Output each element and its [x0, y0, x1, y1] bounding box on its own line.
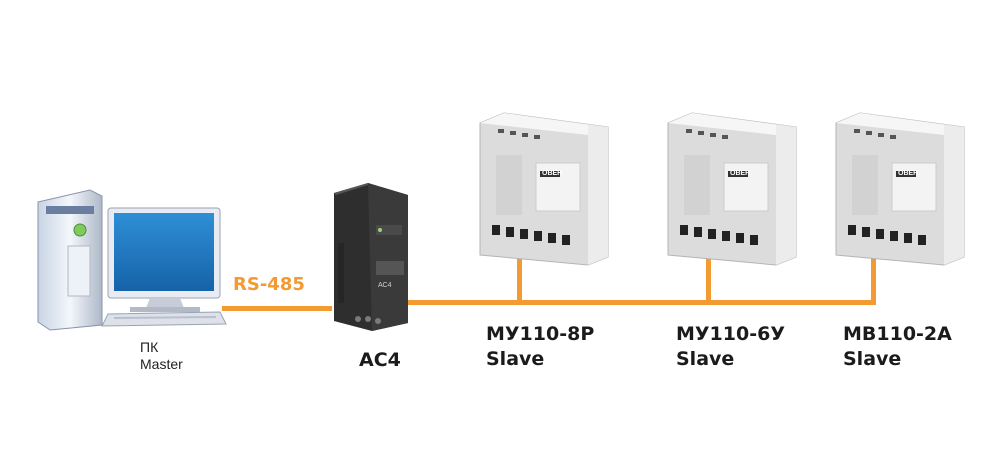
slave-1-role: Slave	[486, 348, 545, 370]
slave-2-model: МУ110-6У	[676, 323, 785, 345]
pc-role: Master	[140, 356, 183, 372]
converter-device-icon	[334, 183, 408, 331]
converter-name: АС4	[359, 349, 401, 371]
pc-icon	[37, 189, 227, 331]
slave-2-badge: ОВЕН	[730, 170, 751, 177]
bus-drop-slave-3	[871, 252, 876, 302]
slave-2-role: Slave	[676, 348, 735, 370]
slave-1-model: МУ110-8Р	[486, 323, 595, 345]
slave-3-role: Slave	[843, 348, 902, 370]
pc-label: ПК	[140, 339, 159, 355]
slave-1-badge: ОВЕН	[542, 170, 563, 177]
slave-3-badge: ОВЕН	[898, 170, 919, 177]
converter-device-label: АС4	[378, 282, 392, 289]
rs485-bus-pc-segment	[222, 306, 332, 311]
slave-3-model: МВ110-2А	[843, 323, 952, 345]
bus-drop-slave-1	[517, 252, 522, 302]
bus-label: RS-485	[233, 274, 305, 295]
rs485-bus-main-segment	[408, 300, 876, 305]
bus-drop-slave-2	[706, 252, 711, 302]
slave-module-3-icon	[835, 112, 965, 266]
slave-module-2-icon	[667, 112, 797, 266]
slave-module-1-icon	[479, 112, 609, 266]
